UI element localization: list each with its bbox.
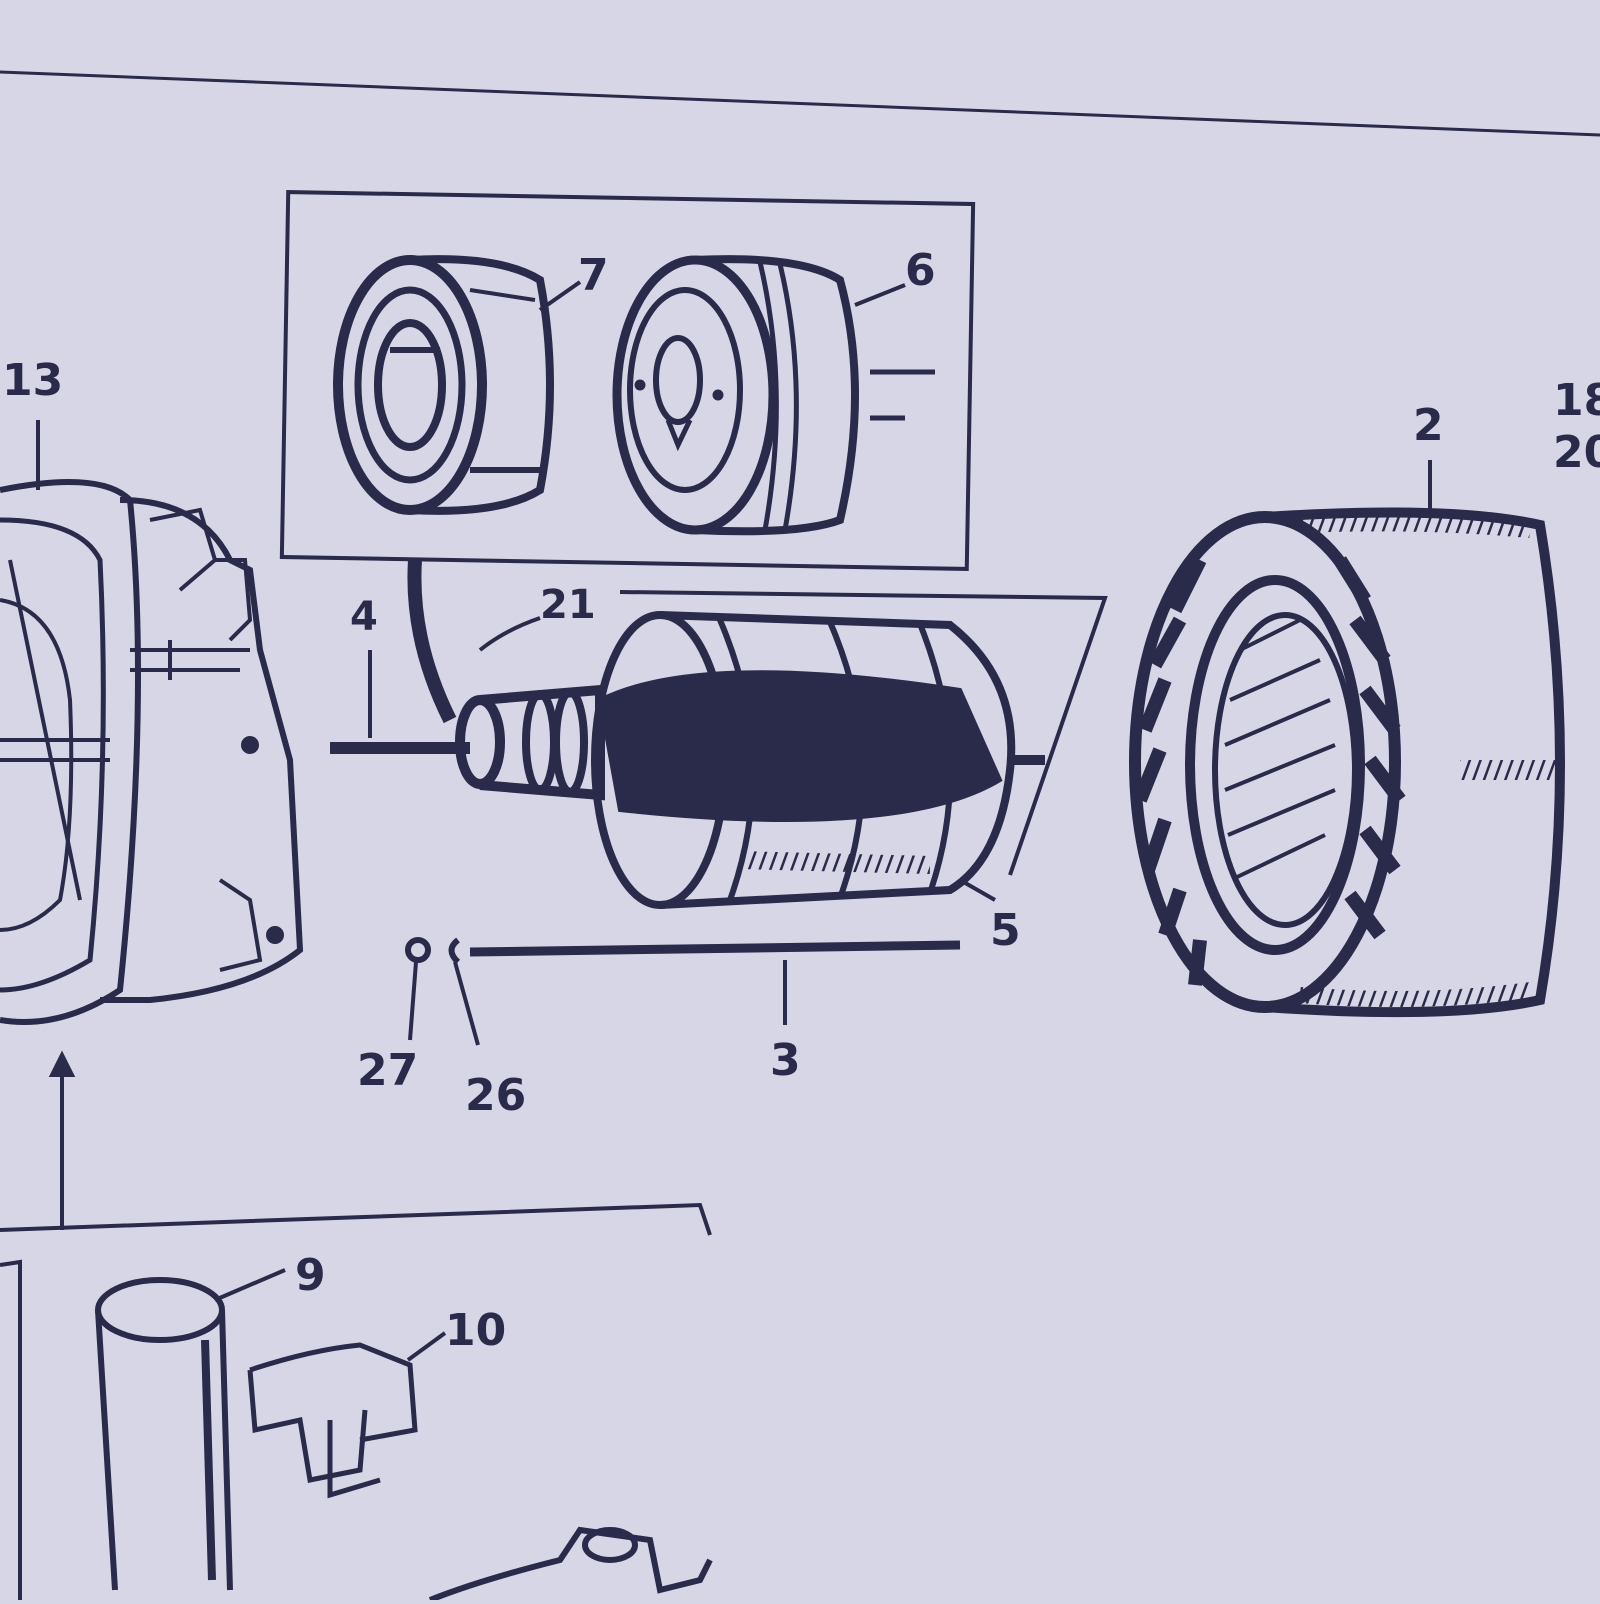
callout-18: 18 xyxy=(1553,375,1600,426)
part-bearing-7 xyxy=(333,255,554,515)
part-fitting-fragment xyxy=(428,1526,713,1603)
callout-13: 13 xyxy=(2,355,63,406)
callout-10: 10 xyxy=(445,1305,506,1356)
leader-6 xyxy=(854,283,906,307)
page-edge-line xyxy=(0,70,1600,137)
callout-2: 2 xyxy=(1413,400,1444,451)
leader-26 xyxy=(453,961,480,1046)
callout-5: 5 xyxy=(990,905,1021,956)
leader-9 xyxy=(214,1268,286,1302)
part-bolt-3 xyxy=(405,937,961,965)
callout-7: 7 xyxy=(578,250,609,301)
part-clip-10 xyxy=(247,1342,418,1499)
leader-21 xyxy=(478,590,1108,876)
callout-21: 21 xyxy=(540,582,596,628)
callout-26: 26 xyxy=(465,1070,526,1121)
callout-4: 4 xyxy=(350,594,378,640)
leader-5 xyxy=(959,878,996,902)
leader-7 xyxy=(538,280,582,312)
part-rotor-5 xyxy=(330,611,1045,909)
leader-27 xyxy=(408,961,418,1041)
callout-6: 6 xyxy=(905,245,936,296)
part-stator-2 xyxy=(1129,507,1565,1018)
part-capacitor-9 xyxy=(95,1277,233,1591)
callout-9: 9 xyxy=(295,1250,326,1301)
callout-27: 27 xyxy=(357,1045,418,1096)
group-bracket xyxy=(0,1050,712,1600)
part-housing-13 xyxy=(0,479,304,1025)
part-end-6 xyxy=(612,255,935,536)
leader-10 xyxy=(406,1331,447,1362)
inset-connector xyxy=(407,559,457,724)
inset-box xyxy=(279,190,976,571)
callout-20: 20 xyxy=(1553,427,1600,478)
callout-3: 3 xyxy=(770,1035,801,1086)
